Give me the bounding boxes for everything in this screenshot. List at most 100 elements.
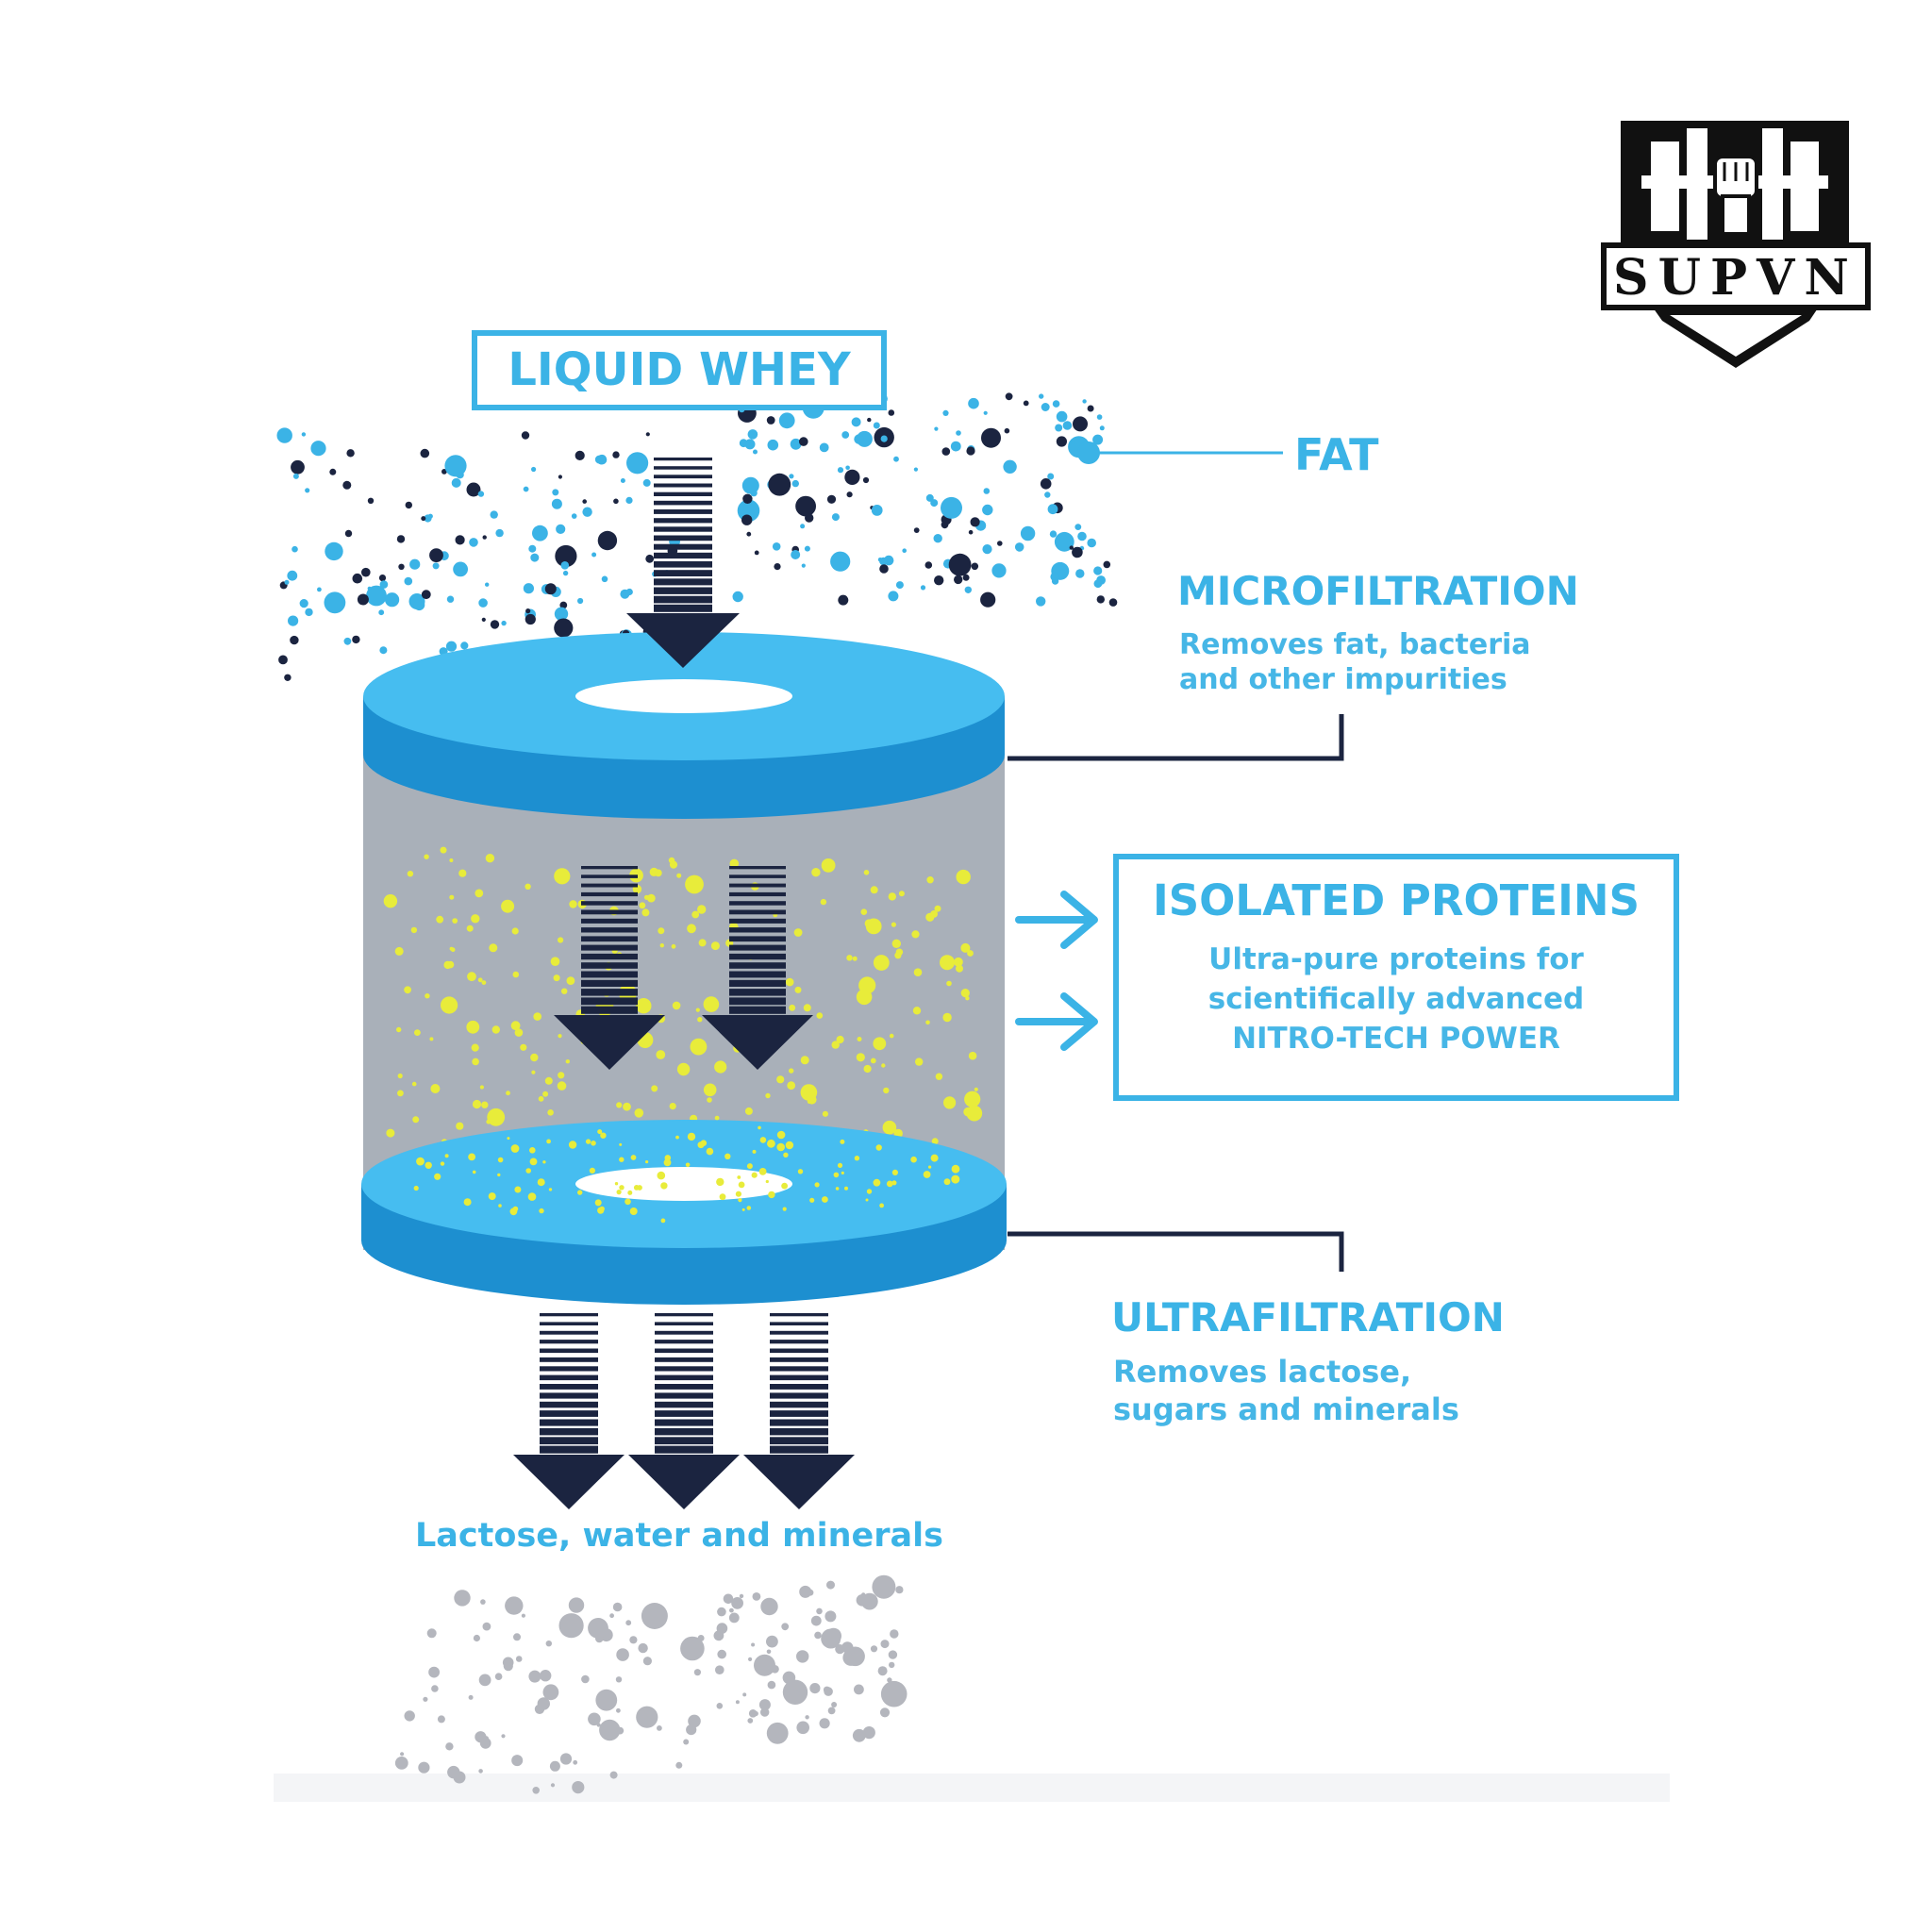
- protein-particle: [414, 1029, 421, 1036]
- residue-particle: [550, 1761, 560, 1772]
- fat-particle: [495, 529, 503, 537]
- residue-particle: [889, 1662, 894, 1668]
- protein-particle: [452, 918, 458, 924]
- residue-particle: [503, 1657, 514, 1669]
- protein-particle: [697, 1017, 702, 1022]
- residue-particle: [469, 1695, 474, 1700]
- isolated-proteins-line-3: NITRO-TECH POWER: [1113, 1021, 1679, 1058]
- fat-particle: [406, 502, 412, 508]
- fat-particle: [460, 641, 468, 649]
- protein-particle: [466, 1021, 479, 1034]
- protein-particle: [747, 1163, 753, 1169]
- arrow-stripe: [655, 1349, 713, 1354]
- arrow-down-icon: [743, 1313, 855, 1509]
- protein-particle: [673, 1002, 681, 1010]
- protein-particle: [752, 1173, 758, 1178]
- arrow-stripe: [729, 919, 786, 924]
- protein-particle: [834, 1173, 840, 1178]
- fat-particle: [951, 441, 961, 452]
- protein-particle: [510, 1208, 518, 1215]
- fat-particle: [485, 583, 489, 587]
- fat-particle: [478, 598, 488, 608]
- arrow-stripe: [655, 1437, 713, 1444]
- protein-particle: [619, 1143, 622, 1146]
- residue-particle: [809, 1683, 820, 1693]
- fat-particle: [789, 474, 793, 478]
- protein-particle: [776, 1143, 785, 1152]
- protein-particle: [822, 858, 836, 873]
- residue-particle: [478, 1769, 483, 1774]
- protein-particle: [498, 1204, 502, 1208]
- protein-particle: [473, 1171, 476, 1174]
- fat-particle: [379, 575, 386, 581]
- fat-particle: [972, 563, 979, 571]
- protein-particle: [974, 1088, 978, 1091]
- arrow-stripe: [540, 1357, 598, 1362]
- arrow-stripe: [540, 1340, 598, 1343]
- fat-particle: [984, 488, 991, 494]
- arrow-stripe: [654, 466, 712, 470]
- fat-particle: [902, 548, 907, 553]
- fat-particle: [421, 516, 425, 521]
- fat-label: FAT: [1294, 429, 1379, 480]
- arrow-head: [628, 1455, 740, 1509]
- fat-particle: [626, 452, 648, 474]
- fat-particle: [491, 510, 498, 518]
- arrow-stripe: [540, 1375, 598, 1381]
- residue-particle: [878, 1666, 888, 1675]
- fat-particle: [914, 468, 918, 472]
- residue-particle: [796, 1650, 808, 1662]
- protein-particle: [539, 1208, 543, 1213]
- fat-particle: [838, 595, 848, 606]
- protein-particle: [467, 972, 476, 981]
- fat-particle: [429, 548, 443, 562]
- fat-particle: [768, 474, 791, 496]
- fat-particle: [1041, 478, 1052, 490]
- residue-particle: [889, 1650, 897, 1658]
- protein-particle: [737, 1175, 741, 1179]
- protein-particle: [783, 1153, 788, 1158]
- arrow-stripe: [654, 570, 712, 576]
- residue-particle: [629, 1636, 637, 1643]
- fat-particle: [847, 491, 853, 497]
- fat-particle: [896, 581, 904, 589]
- protein-particle: [914, 968, 923, 976]
- residue-particle: [751, 1643, 755, 1647]
- fat-particle: [802, 564, 806, 568]
- residue-particle: [641, 1603, 668, 1629]
- residue-particle: [546, 1641, 552, 1646]
- protein-particle: [525, 1168, 531, 1174]
- residue-particle: [680, 1637, 705, 1661]
- residue-particle: [881, 1681, 908, 1707]
- protein-particle: [449, 858, 453, 862]
- arrow-stripe: [729, 901, 786, 906]
- arrow-stripe: [654, 458, 712, 460]
- fat-particle: [841, 431, 849, 439]
- residue-particle: [516, 1656, 523, 1662]
- fat-particle: [941, 497, 962, 519]
- fat-particle: [597, 455, 608, 465]
- protein-particle: [924, 1171, 931, 1178]
- protein-particle: [640, 902, 646, 908]
- protein-particle: [397, 1091, 404, 1097]
- protein-particle: [952, 1165, 960, 1174]
- fat-particle: [854, 434, 863, 443]
- protein-particle: [514, 1187, 521, 1193]
- protein-particle: [486, 854, 494, 862]
- fat-particle: [795, 496, 816, 517]
- protein-particle: [467, 925, 474, 932]
- fat-particle: [345, 530, 352, 537]
- fat-particle: [453, 562, 468, 577]
- residue-particle: [572, 1781, 584, 1793]
- arrow-stripe: [655, 1357, 713, 1362]
- fat-particle: [741, 515, 752, 525]
- protein-particle: [857, 1053, 865, 1061]
- residue-particle: [781, 1623, 789, 1630]
- residue-particle: [532, 1787, 540, 1794]
- fat-particle: [291, 460, 305, 475]
- arrow-down-icon: [628, 1313, 740, 1509]
- fat-particle: [352, 636, 359, 643]
- residue-particle: [694, 1669, 701, 1675]
- arrow-stripe: [581, 989, 638, 996]
